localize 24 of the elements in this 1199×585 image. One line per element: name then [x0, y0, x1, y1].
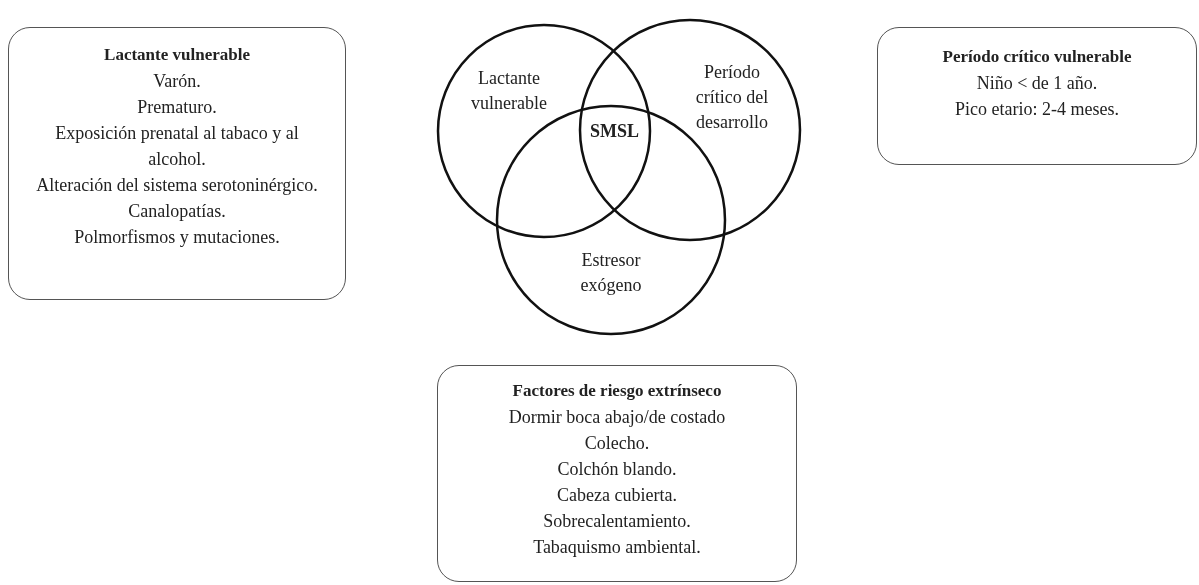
box-heading: Lactante vulnerable	[104, 44, 250, 66]
circle-label: Lactante vulnerable	[470, 67, 548, 115]
box-heading: Factores de riesgo extrínseco	[512, 380, 722, 402]
list-item: Polmorfismos y mutaciones.	[74, 226, 280, 249]
list-item: Exposición prenatal al tabaco y al alcohol.	[54, 122, 300, 171]
list-item: Niño < de 1 año.	[976, 72, 1098, 95]
list-item: Colchón blando.	[557, 458, 677, 481]
list-item: Cabeza cubierta.	[557, 484, 677, 507]
list-item: Colecho.	[584, 432, 650, 455]
list-item: Pico etario: 2-4 meses.	[955, 98, 1119, 121]
list-item: Prematuro.	[137, 96, 217, 119]
list-item: Alteración del sistema serotoninérgico.	[36, 174, 318, 197]
list-item: Varón.	[153, 70, 201, 93]
rounded-box	[877, 27, 1197, 165]
circle-label: Período crítico del desarrollo	[694, 61, 770, 134]
list-item: Sobrecalentamiento.	[543, 510, 691, 533]
circle-label: Estresor exógeno	[579, 249, 643, 297]
center-label: SMSL	[590, 121, 640, 142]
box-heading: Período crítico vulnerable	[942, 46, 1132, 68]
list-item: Tabaquismo ambiental.	[533, 536, 701, 559]
rounded-box	[8, 27, 346, 300]
rounded-box	[437, 365, 797, 582]
list-item: Dormir boca abajo/de costado	[508, 406, 726, 429]
list-item: Canalopatías.	[128, 200, 226, 223]
